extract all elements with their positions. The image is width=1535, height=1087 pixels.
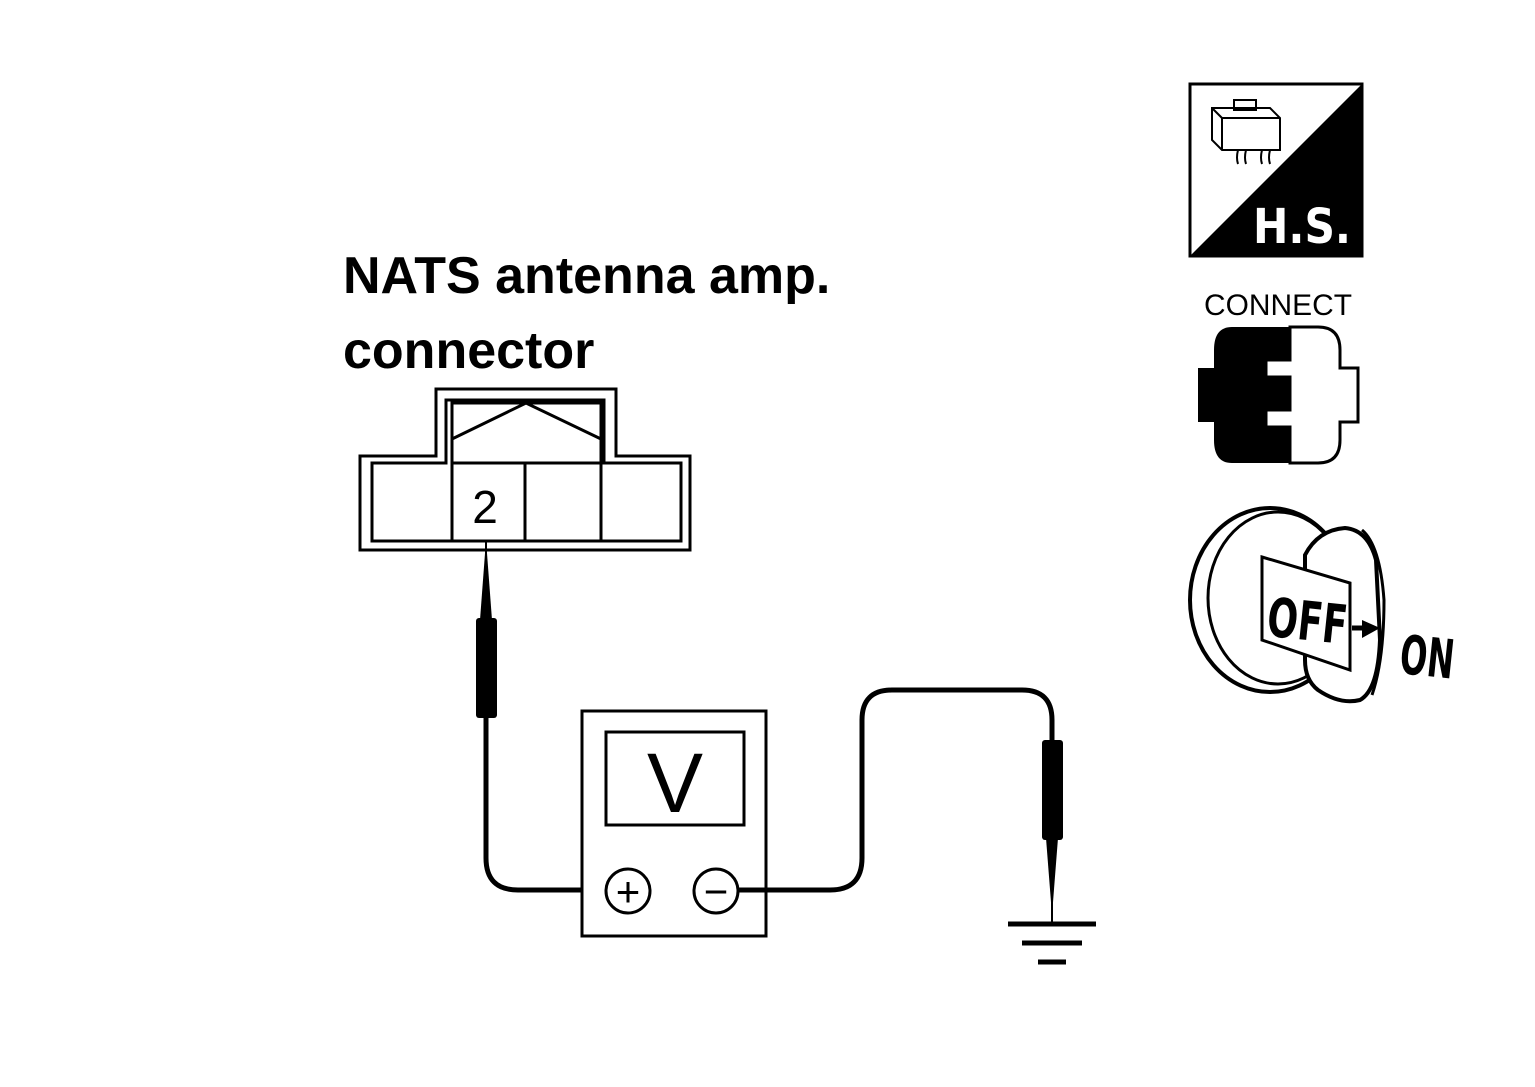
ignition-on-label: ON	[1397, 623, 1457, 691]
minus-symbol: −	[704, 868, 729, 915]
connector-title-line1: NATS antenna amp.	[343, 247, 831, 305]
plus-terminal	[604, 867, 652, 915]
ground-icon	[1008, 921, 1096, 965]
positive-probe	[476, 540, 497, 718]
negative-probe	[1042, 740, 1063, 922]
connector-body	[358, 387, 692, 552]
plus-symbol: +	[616, 868, 641, 915]
positive-lead-wire	[483, 718, 606, 893]
terminal-number-label: 2	[472, 481, 498, 533]
voltmeter-display-label: V	[647, 736, 703, 830]
voltmeter-icon	[580, 709, 768, 938]
negative-lead-wire	[738, 687, 1055, 893]
ignition-off-label: OFF	[1264, 586, 1350, 657]
ignition-key-icon	[1188, 506, 1386, 704]
harness-side-label: H.S.	[1253, 199, 1351, 255]
connector-title-line2: connector	[343, 322, 595, 380]
harness-side-icon	[1188, 82, 1364, 258]
connector-connect-icon	[1198, 325, 1360, 465]
connect-label: CONNECT	[1204, 289, 1352, 322]
